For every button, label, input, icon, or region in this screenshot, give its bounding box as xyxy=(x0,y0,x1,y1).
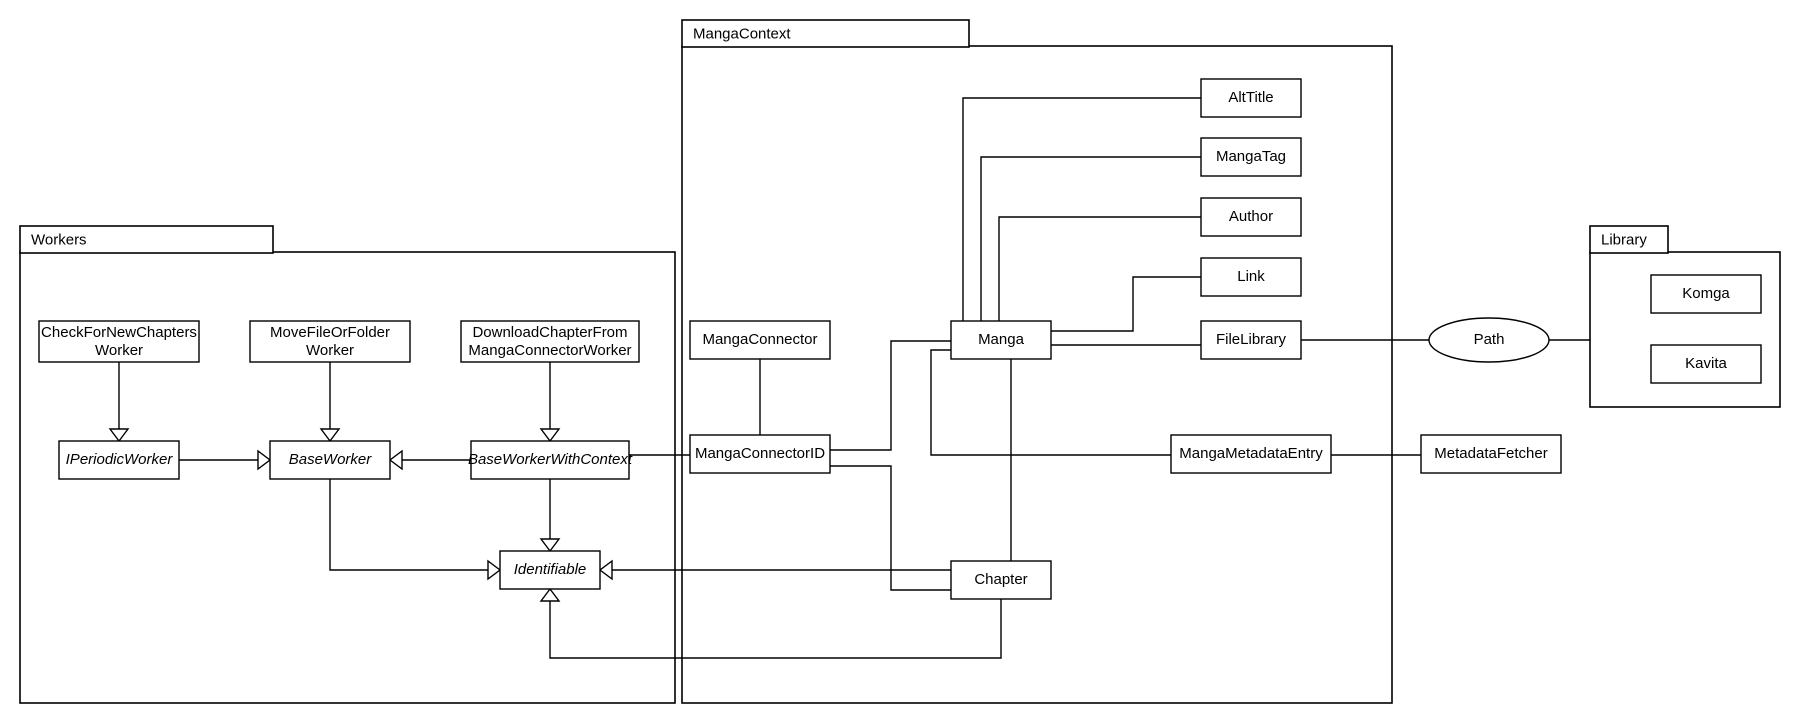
arrowhead-identifiable-bottom xyxy=(539,587,561,602)
arrowhead-identifiable-left xyxy=(487,559,502,581)
edge-mangaconnectorid-to-chapter xyxy=(830,465,951,591)
class-downloadchapterfrommangaconnectorworker-line2: MangaConnectorWorker xyxy=(468,342,631,359)
class-link[interactable]: Link xyxy=(1200,257,1302,297)
node-path[interactable]: Path xyxy=(1428,317,1550,363)
class-identifiable[interactable]: Identifiable xyxy=(499,550,601,590)
class-mangametadataentry-label: MangaMetadataEntry xyxy=(1179,445,1323,462)
class-baseworkerwithcontext[interactable]: BaseWorkerWithContext xyxy=(468,440,633,480)
edge-manga-to-link xyxy=(1051,276,1201,332)
class-author[interactable]: Author xyxy=(1200,197,1302,237)
arrowhead-baseworker-left xyxy=(257,449,272,471)
package-mangacontext: MangaContext xyxy=(681,19,1393,704)
class-filelibrary-label: FileLibrary xyxy=(1216,331,1287,348)
edge-manga-to-mangatag xyxy=(980,156,1201,321)
arrowhead-baseworker-right xyxy=(388,449,403,471)
class-baseworker-label: BaseWorker xyxy=(289,451,373,468)
class-mangaconnector-label: MangaConnector xyxy=(702,331,817,348)
edge-chapter-bottom-to-identifiable-bottom xyxy=(549,599,1002,659)
edge-mangaconnectorid-to-manga xyxy=(830,340,951,451)
arrowhead-baseworker-top xyxy=(319,428,341,443)
class-identifiable-label: Identifiable xyxy=(514,561,587,578)
package-library-label: Library xyxy=(1601,231,1647,248)
arrowhead-baseworkerwithcontext-top xyxy=(539,428,561,443)
class-mangatag-label: MangaTag xyxy=(1216,148,1286,165)
class-movefileorfolderworker[interactable]: MoveFileOrFolder Worker xyxy=(249,320,411,363)
edge-manga-to-author xyxy=(998,216,1201,321)
arrowhead-iperiodicworker xyxy=(108,428,130,443)
edge-manga-to-alttitle xyxy=(962,97,1201,321)
class-komga[interactable]: Komga xyxy=(1650,274,1762,314)
class-metadatafetcher-label: MetadataFetcher xyxy=(1434,445,1547,462)
class-movefileorfolderworker-line1: MoveFileOrFolder xyxy=(270,324,390,341)
class-baseworker[interactable]: BaseWorker xyxy=(269,440,391,480)
class-alttitle-label: AltTitle xyxy=(1228,89,1273,106)
class-link-label: Link xyxy=(1237,268,1265,285)
package-mangacontext-label: MangaContext xyxy=(693,25,791,42)
class-mangametadataentry[interactable]: MangaMetadataEntry xyxy=(1170,434,1332,474)
arrowhead-identifiable-right xyxy=(598,559,613,581)
class-downloadchapterfrommangaconnectorworker-line1: DownloadChapterFrom xyxy=(472,324,627,341)
class-mangaconnectorid[interactable]: MangaConnectorID xyxy=(689,434,831,474)
class-manga[interactable]: Manga xyxy=(950,320,1052,360)
edge-baseworker-to-identifiable xyxy=(329,479,488,571)
class-manga-label: Manga xyxy=(978,331,1025,348)
class-checkfornewchaptersworker-line1: CheckForNewChapters xyxy=(41,324,197,341)
class-iperiodicworker-label: IPeriodicWorker xyxy=(66,451,174,468)
class-metadatafetcher[interactable]: MetadataFetcher xyxy=(1420,434,1562,474)
package-workers-label: Workers xyxy=(31,231,87,248)
class-filelibrary[interactable]: FileLibrary xyxy=(1200,320,1302,360)
class-mangatag[interactable]: MangaTag xyxy=(1200,137,1302,177)
class-checkfornewchaptersworker[interactable]: CheckForNewChapters Worker xyxy=(38,320,200,363)
node-path-label: Path xyxy=(1474,331,1505,348)
class-baseworkerwithcontext-label: BaseWorkerWithContext xyxy=(468,451,633,468)
class-mangaconnectorid-label: MangaConnectorID xyxy=(695,445,825,462)
edge-manga-to-mangametadataentry xyxy=(930,349,1171,456)
class-komga-label: Komga xyxy=(1682,285,1730,302)
class-checkfornewchaptersworker-line2: Worker xyxy=(95,342,143,359)
class-kavita-label: Kavita xyxy=(1685,355,1727,372)
class-author-label: Author xyxy=(1229,208,1273,225)
class-alttitle[interactable]: AltTitle xyxy=(1200,78,1302,118)
class-kavita[interactable]: Kavita xyxy=(1650,344,1762,384)
class-movefileorfolderworker-line2: Worker xyxy=(306,342,354,359)
class-downloadchapterfrommangaconnectorworker[interactable]: DownloadChapterFrom MangaConnectorWorker xyxy=(460,320,640,363)
class-iperiodicworker[interactable]: IPeriodicWorker xyxy=(58,440,180,480)
class-mangaconnector[interactable]: MangaConnector xyxy=(689,320,831,360)
class-chapter[interactable]: Chapter xyxy=(950,560,1052,600)
arrowhead-identifiable-top xyxy=(539,538,561,553)
class-chapter-label: Chapter xyxy=(974,571,1027,588)
